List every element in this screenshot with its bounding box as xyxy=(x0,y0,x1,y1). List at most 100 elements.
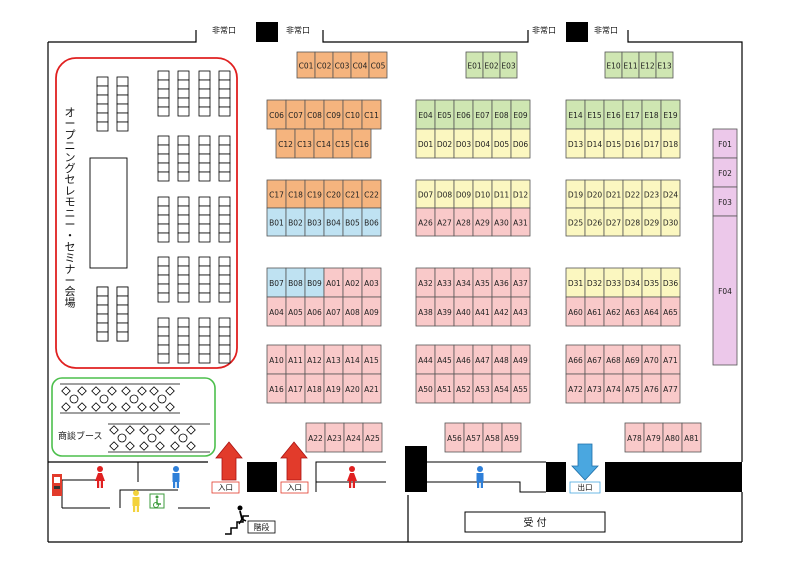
booth-d01[interactable]: D01 xyxy=(415,128,436,159)
emergency-exit-left[interactable]: 非常口 非常口 xyxy=(212,22,310,42)
booth-c10[interactable]: C10 xyxy=(342,99,363,130)
booth-a16[interactable]: A16 xyxy=(266,373,287,404)
booth-d14[interactable]: D14 xyxy=(584,128,605,159)
booth-c14[interactable]: C14 xyxy=(313,128,334,159)
booth-a43[interactable]: A43 xyxy=(510,296,531,327)
booth-a31[interactable]: A31 xyxy=(510,207,531,237)
booth-e14[interactable]: E14 xyxy=(565,99,586,130)
booth-e09[interactable]: E09 xyxy=(510,99,531,130)
booth-a60[interactable]: A60 xyxy=(565,296,586,327)
booth-e12[interactable]: E12 xyxy=(638,51,657,79)
booth-a07[interactable]: A07 xyxy=(323,296,344,327)
booth-a20[interactable]: A20 xyxy=(342,373,363,404)
booth-d35[interactable]: D35 xyxy=(641,267,662,298)
booth-e17[interactable]: E17 xyxy=(622,99,643,130)
booth-d36[interactable]: D36 xyxy=(660,267,681,298)
booth-a38[interactable]: A38 xyxy=(415,296,436,327)
booth-a41[interactable]: A41 xyxy=(472,296,493,327)
booth-d34[interactable]: D34 xyxy=(622,267,643,298)
booth-a32[interactable]: A32 xyxy=(415,267,436,298)
booth-e10[interactable]: E10 xyxy=(604,51,623,79)
booth-b07[interactable]: B07 xyxy=(266,267,287,298)
booth-d04[interactable]: D04 xyxy=(472,128,493,159)
seminar-hall[interactable]: オープニングセレモニー・セミナー会場 xyxy=(55,57,238,369)
booth-a56[interactable]: A56 xyxy=(444,422,465,453)
booth-d28[interactable]: D28 xyxy=(622,207,643,237)
booth-c02[interactable]: C02 xyxy=(314,51,334,79)
booth-e11[interactable]: E11 xyxy=(621,51,640,79)
stairs[interactable]: 階段 xyxy=(225,505,276,535)
booth-c05[interactable]: C05 xyxy=(368,51,388,79)
booth-d29[interactable]: D29 xyxy=(641,207,662,237)
booth-e04[interactable]: E04 xyxy=(415,99,436,130)
booth-a70[interactable]: A70 xyxy=(641,344,662,375)
booth-d27[interactable]: D27 xyxy=(603,207,624,237)
booth-a25[interactable]: A25 xyxy=(362,422,383,453)
booth-a40[interactable]: A40 xyxy=(453,296,474,327)
booth-d06[interactable]: D06 xyxy=(510,128,531,159)
booth-a67[interactable]: A67 xyxy=(584,344,605,375)
booth-e19[interactable]: E19 xyxy=(660,99,681,130)
booth-c06[interactable]: C06 xyxy=(266,99,287,130)
booth-a48[interactable]: A48 xyxy=(491,344,512,375)
booth-e06[interactable]: E06 xyxy=(453,99,474,130)
booth-a19[interactable]: A19 xyxy=(323,373,344,404)
booth-d20[interactable]: D20 xyxy=(584,179,605,209)
booth-a66[interactable]: A66 xyxy=(565,344,586,375)
booth-a17[interactable]: A17 xyxy=(285,373,306,404)
booth-e03[interactable]: E03 xyxy=(499,51,518,79)
booth-a79[interactable]: A79 xyxy=(643,422,664,453)
booth-a21[interactable]: A21 xyxy=(361,373,382,404)
entrance-left[interactable]: 入口 xyxy=(211,441,243,494)
booth-f03[interactable]: F03 xyxy=(712,186,738,217)
booth-c03[interactable]: C03 xyxy=(332,51,352,79)
booth-b02[interactable]: B02 xyxy=(285,207,306,237)
booth-a51[interactable]: A51 xyxy=(434,373,455,404)
booth-a24[interactable]: A24 xyxy=(343,422,364,453)
booth-d22[interactable]: D22 xyxy=(622,179,643,209)
booth-a27[interactable]: A27 xyxy=(434,207,455,237)
meeting-booth-area[interactable]: 商談ブース xyxy=(51,377,216,457)
booth-a65[interactable]: A65 xyxy=(660,296,681,327)
booth-a04[interactable]: A04 xyxy=(266,296,287,327)
booth-b09[interactable]: B09 xyxy=(304,267,325,298)
booth-a77[interactable]: A77 xyxy=(660,373,681,404)
booth-a33[interactable]: A33 xyxy=(434,267,455,298)
booth-a10[interactable]: A10 xyxy=(266,344,287,375)
booth-d15[interactable]: D15 xyxy=(603,128,624,159)
booth-a46[interactable]: A46 xyxy=(453,344,474,375)
booth-a69[interactable]: A69 xyxy=(622,344,643,375)
booth-a29[interactable]: A29 xyxy=(472,207,493,237)
booth-a75[interactable]: A75 xyxy=(622,373,643,404)
booth-d07[interactable]: D07 xyxy=(415,179,436,209)
booth-c07[interactable]: C07 xyxy=(285,99,306,130)
emergency-exit-right[interactable]: 非常口 非常口 xyxy=(532,22,618,42)
booth-a61[interactable]: A61 xyxy=(584,296,605,327)
booth-d21[interactable]: D21 xyxy=(603,179,624,209)
booth-d23[interactable]: D23 xyxy=(641,179,662,209)
booth-c09[interactable]: C09 xyxy=(323,99,344,130)
booth-b05[interactable]: B05 xyxy=(342,207,363,237)
booth-a74[interactable]: A74 xyxy=(603,373,624,404)
booth-d18[interactable]: D18 xyxy=(660,128,681,159)
booth-a68[interactable]: A68 xyxy=(603,344,624,375)
reception[interactable]: 受 付 xyxy=(464,511,606,533)
booth-a37[interactable]: A37 xyxy=(510,267,531,298)
booth-d09[interactable]: D09 xyxy=(453,179,474,209)
booth-d03[interactable]: D03 xyxy=(453,128,474,159)
exit-gate[interactable]: 出口 xyxy=(569,443,601,494)
booth-d17[interactable]: D17 xyxy=(641,128,662,159)
booth-a63[interactable]: A63 xyxy=(622,296,643,327)
booth-e07[interactable]: E07 xyxy=(472,99,493,130)
booth-a22[interactable]: A22 xyxy=(305,422,326,453)
booth-f02[interactable]: F02 xyxy=(712,157,738,188)
booth-c01[interactable]: C01 xyxy=(296,51,316,79)
booth-e01[interactable]: E01 xyxy=(465,51,484,79)
booth-c13[interactable]: C13 xyxy=(294,128,315,159)
booth-c04[interactable]: C04 xyxy=(350,51,370,79)
booth-c21[interactable]: C21 xyxy=(342,179,363,209)
booth-a64[interactable]: A64 xyxy=(641,296,662,327)
booth-c17[interactable]: C17 xyxy=(266,179,287,209)
booth-a18[interactable]: A18 xyxy=(304,373,325,404)
booth-c08[interactable]: C08 xyxy=(304,99,325,130)
